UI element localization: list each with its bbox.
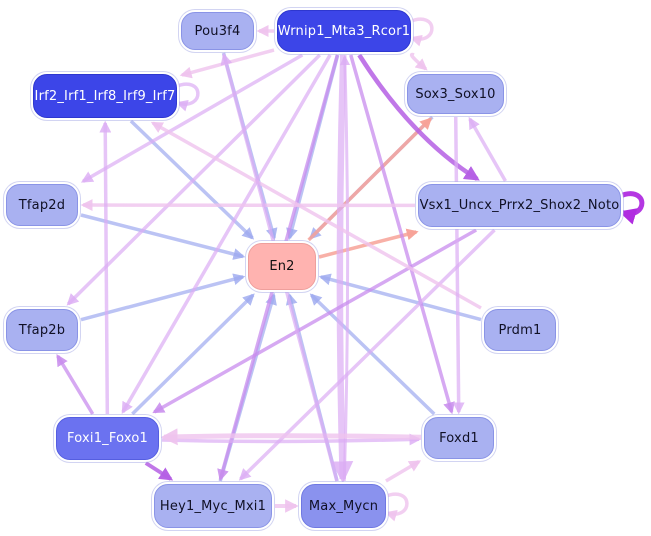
- edge-wrnip1-sox3: [409, 52, 428, 71]
- node-sox3[interactable]: Sox3_Sox10: [407, 74, 504, 114]
- node-label: Foxd1: [439, 430, 479, 446]
- edge-foxi1-en2: [131, 293, 255, 416]
- node-label: Hey1_Myc_Mxi1: [159, 498, 267, 514]
- node-label: En2: [269, 259, 295, 274]
- edge-wrnip1-wrnip1: [408, 17, 434, 47]
- node-foxi1[interactable]: Foxi1_Foxo1: [56, 417, 159, 460]
- edge-foxi1-foxd1: [161, 433, 422, 446]
- node-vsx1[interactable]: Vsx1_Uncx_Prrx2_Shox2_Noto: [418, 184, 621, 227]
- edge-prdm1-irf2: [150, 121, 482, 310]
- edge-sox3-foxd1: [452, 116, 465, 415]
- node-tfap2d[interactable]: Tfap2d: [6, 184, 78, 226]
- node-label: Pou3f4: [194, 23, 241, 39]
- edge-vsx1-sox3: [468, 116, 507, 182]
- edge-foxi1-tfap2b: [56, 353, 95, 415]
- edge-vsx1-vsx1: [618, 191, 645, 225]
- node-foxd1[interactable]: Foxd1: [424, 417, 494, 459]
- node-wrnip1[interactable]: Wrnip1_Mta3_Rcor1: [277, 10, 411, 52]
- node-label: Wrnip1_Mta3_Rcor1: [277, 23, 411, 39]
- node-label: Vsx1_Uncx_Prrx2_Shox2_Noto: [419, 198, 620, 213]
- edge-wrnip1-vsx1: [357, 53, 480, 181]
- edge-vsx1-foxi1: [152, 228, 478, 414]
- node-label: Tfap2b: [18, 322, 66, 338]
- node-hey1[interactable]: Hey1_Myc_Mxi1: [154, 484, 272, 528]
- edge-foxi1-irf2: [99, 120, 112, 415]
- edge-irf2-irf2: [174, 82, 200, 112]
- node-tfap2b[interactable]: Tfap2b: [6, 309, 78, 351]
- edge-wrnip1-tfap2d: [80, 53, 304, 183]
- edge-max-foxd1: [385, 460, 422, 483]
- node-label: Foxi1_Foxo1: [67, 431, 148, 446]
- edge-wrnip1-max: [331, 54, 354, 484]
- edge-foxi1-hey1: [144, 461, 174, 481]
- node-max[interactable]: Max_Mycn: [301, 484, 386, 528]
- edge-wrnip1-tfap2b: [66, 53, 321, 306]
- node-en2[interactable]: En2: [248, 243, 316, 290]
- edge-max-max: [383, 492, 409, 522]
- node-label: Tfap2d: [18, 197, 66, 213]
- edge-foxd1-en2: [309, 293, 436, 416]
- edge-wrnip1-foxd1: [349, 54, 455, 415]
- edge-wrnip1-foxi1: [121, 54, 332, 415]
- node-label: Irf2_Irf1_Irf8_Irf9_Irf7: [34, 88, 176, 104]
- node-pou3f4[interactable]: Pou3f4: [181, 12, 254, 50]
- edge-foxd1-foxi1: [160, 428, 422, 446]
- node-label: Max_Mycn: [308, 498, 379, 514]
- node-prdm1[interactable]: Prdm1: [484, 309, 556, 351]
- node-irf2[interactable]: Irf2_Irf1_Irf8_Irf9_Irf7: [33, 74, 177, 118]
- edge-max-wrnip1: [339, 54, 351, 482]
- edge-en2-sox3: [307, 117, 433, 242]
- node-label: Prdm1: [498, 322, 542, 338]
- node-label: Sox3_Sox10: [415, 86, 496, 102]
